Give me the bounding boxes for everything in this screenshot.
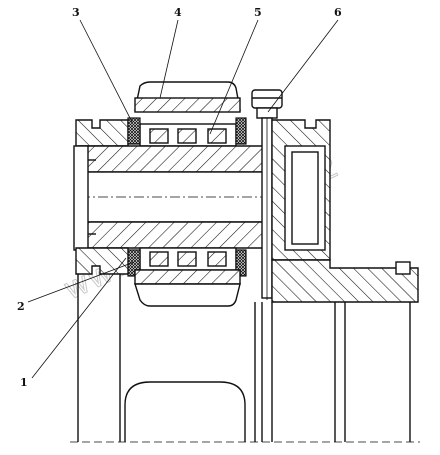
seal-upper-left [127, 117, 141, 145]
needle-bearing-upper [139, 123, 237, 147]
shaft [73, 145, 290, 251]
roller-upper [134, 81, 241, 113]
needle-bearing-lower [139, 247, 237, 271]
seal-upper-right [235, 117, 247, 145]
housing-flange-lower [75, 247, 129, 275]
roller-lower [134, 269, 241, 307]
callout-5: 5 [254, 6, 262, 19]
seal-lower-right [235, 249, 247, 277]
callout-4: 4 [174, 6, 182, 19]
frame-lower [70, 274, 420, 443]
callout-1: 1 [20, 376, 28, 389]
callout-3: 3 [72, 6, 80, 19]
callout-2: 2 [17, 300, 25, 313]
housing-flange-upper [75, 119, 129, 147]
callout-6: 6 [334, 6, 342, 19]
right-housing [271, 119, 419, 303]
leader-lines [27, 19, 339, 379]
